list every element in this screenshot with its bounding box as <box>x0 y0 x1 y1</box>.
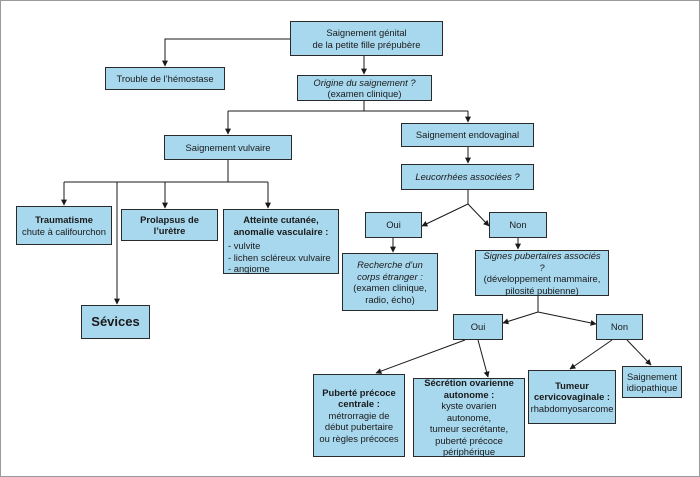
edge-non-tumeur <box>569 339 613 370</box>
secretion-line4: périphérique <box>442 446 496 458</box>
non-label-1: Non <box>509 219 527 231</box>
endovaginal-label: Saignement endovaginal <box>415 129 520 141</box>
oui-label-2: Oui <box>470 321 486 333</box>
sevices-label: Sévices <box>91 314 140 330</box>
secretion-title-1: Sécrétion ovarienne <box>424 377 514 389</box>
corps-line2: corps étranger : <box>357 270 423 282</box>
endovaginal-node: Saignement endovaginal <box>401 123 534 147</box>
edge-leucorrhees-non <box>467 203 490 227</box>
tumeur-node: Tumeur cervicovaginale : rhabdomyosarcom… <box>528 370 616 424</box>
puberte-line3: ou règles précoces <box>319 432 399 444</box>
atteinte-item-angiome: - angiome <box>228 263 270 274</box>
edge-root-hemostase <box>162 38 290 67</box>
prolapsus-label: Prolapsus de l’urètre <box>140 213 199 237</box>
oui-label-1: Oui <box>386 219 401 231</box>
atteinte-item-vulvite: - vulvite <box>228 240 261 251</box>
signes-line3: pilosité pubienne) <box>505 284 579 296</box>
atteinte-title-2: anomalie vasculaire : <box>233 225 329 237</box>
corps-etranger-node: Recherche d’un corps étranger : (examen … <box>342 253 438 311</box>
atteinte-item-lichen: - lichen scléreux vulvaire <box>228 251 331 263</box>
vulvaire-node: Saignement vulvaire <box>164 135 292 160</box>
prolapsus-node: Prolapsus de l’urètre <box>121 209 218 241</box>
non-node-leucorrhees: Non <box>489 212 547 238</box>
puberte-title-1: Puberté précoce <box>322 386 396 398</box>
traumatisme-title: Traumatisme <box>35 214 93 225</box>
vulvaire-label: Saignement vulvaire <box>185 141 271 153</box>
oui-node-leucorrhees: Oui <box>365 212 422 238</box>
corps-line3: (examen clinique, <box>353 282 427 293</box>
idiopathique-node: Saignement idiopathique <box>622 366 682 398</box>
non-node-signes: Non <box>596 314 643 340</box>
secretion-line3: puberté précoce <box>435 434 503 446</box>
secretion-line2: tumeur secrétante, <box>429 423 509 435</box>
origine-subtext: (examen clinique) <box>327 88 402 99</box>
signes-line2: (développement mammaire, <box>483 273 601 284</box>
origine-node: Origine du saignement ? (examen clinique… <box>297 75 432 101</box>
traumatisme-detail: chute à califourchon <box>22 225 106 237</box>
hemostase-label: Trouble de l’hémostase <box>116 72 214 84</box>
idiopathique-line2: idiopathique <box>626 382 678 393</box>
secretion-line1: kyste ovarien autonome, <box>441 400 497 423</box>
sevices-node: Sévices <box>81 305 150 339</box>
leucorrhees-question: Leucorrhées associées ? <box>415 171 520 183</box>
signes-pubertaires-node: Signes pubertaires associés ? (développe… <box>475 250 609 296</box>
atteinte-title-1: Atteinte cutanée, <box>243 214 319 225</box>
corps-line1: Recherche d’un <box>357 259 423 270</box>
secretion-ovarienne-node: Sécrétion ovarienne autonome : kyste ova… <box>413 377 525 458</box>
tumeur-title-1: Tumeur <box>555 379 589 391</box>
puberte-precoce-node: Puberté précoce centrale : métrorragie d… <box>313 374 405 457</box>
edge-leucorrhees-oui <box>421 203 469 227</box>
edge-oui-secretion <box>477 339 490 378</box>
tumeur-title-2: cervicovaginale : <box>533 391 611 403</box>
puberte-line2: début pubertaire <box>324 421 394 433</box>
edge-signes-oui <box>502 311 539 325</box>
oui-node-signes: Oui <box>453 314 503 340</box>
corps-line4: radio, écho) <box>365 293 415 305</box>
idiopathique-line1: Saignement <box>626 370 678 382</box>
root-node: Saignement génital de la petite fille pr… <box>290 21 443 56</box>
atteinte-node: Atteinte cutanée, anomalie vasculaire : … <box>223 209 339 274</box>
hemostase-node: Trouble de l’hémostase <box>105 67 225 90</box>
traumatisme-node: Traumatisme chute à califourchon <box>16 206 112 245</box>
puberte-line1: métrorragie de <box>328 409 390 421</box>
edge-signes-non <box>537 311 597 326</box>
root-line1: Saignement génital <box>326 27 407 38</box>
origine-question: Origine du saignement ? <box>313 76 416 88</box>
root-line2: de la petite fille prépubère <box>312 38 421 50</box>
edge-non-idiopathique <box>626 339 652 366</box>
secretion-title-2: autonome : <box>443 388 495 400</box>
edge-oui-puberte <box>375 339 466 374</box>
tumeur-line1: rhabdomyosarcome <box>530 402 614 414</box>
puberte-title-2: centrale : <box>338 398 380 410</box>
non-label-2: Non <box>610 321 629 333</box>
signes-question: Signes pubertaires associés ? <box>483 250 601 273</box>
leucorrhees-node: Leucorrhées associées ? <box>401 164 534 190</box>
